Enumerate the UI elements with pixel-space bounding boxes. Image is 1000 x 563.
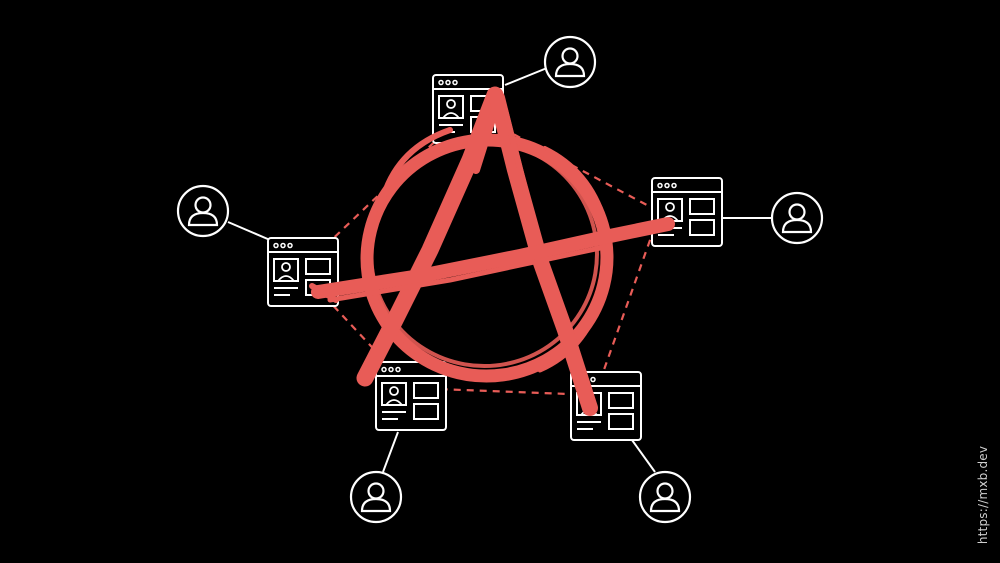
user-avatar-left: [176, 184, 230, 238]
user-avatar-top: [543, 35, 597, 89]
site-window-right: [651, 177, 723, 247]
user-avatar-right: [770, 191, 824, 245]
user-avatar-bottom-right: [638, 470, 692, 524]
source-url-credit: https://mxb.dev: [976, 445, 990, 545]
user-avatar-bottom-left: [349, 470, 403, 524]
user-site-links: [227, 67, 772, 473]
circle-a-anarchy-icon: [309, 86, 675, 416]
site-window-bottom-left: [375, 361, 447, 431]
